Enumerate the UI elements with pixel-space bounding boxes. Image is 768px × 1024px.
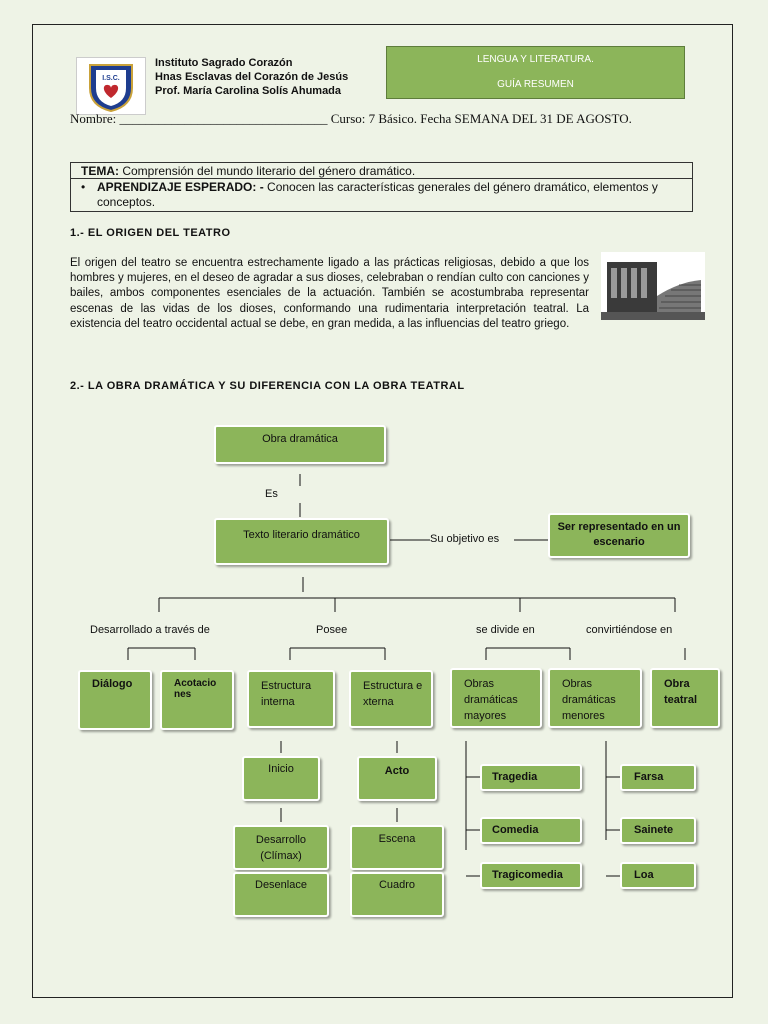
node-acotaciones: Acotaciones xyxy=(160,670,234,730)
node-dialogo: Diálogo xyxy=(78,670,152,730)
node-ser-representado: Ser representado en un escenario xyxy=(548,513,690,558)
node-obra-dramatica: Obra dramática xyxy=(214,425,386,464)
node-inicio: Inicio xyxy=(242,756,320,801)
bullet-icon: • xyxy=(81,180,86,194)
guide-title: GUÍA RESUMEN xyxy=(497,79,574,90)
page-border xyxy=(32,24,733,998)
node-obras-menores: Obras dramáticas menores xyxy=(548,668,642,728)
node-escena: Escena xyxy=(350,825,444,870)
node-desenlace: Desenlace xyxy=(233,872,329,917)
label-se-divide: se divide en xyxy=(476,624,535,636)
tema-box: TEMA: Comprensión del mundo literario de… xyxy=(70,162,693,212)
label-es: Es xyxy=(265,488,278,500)
node-cuadro: Cuadro xyxy=(350,872,444,917)
school-name: Instituto Sagrado Corazón xyxy=(155,57,293,69)
tema-label: TEMA: xyxy=(81,164,119,178)
svg-text:I.S.C.: I.S.C. xyxy=(102,75,120,82)
school-logo: I.S.C. xyxy=(76,57,146,115)
aprendizaje-row: • APRENDIZAJE ESPERADO: - Conocen las ca… xyxy=(71,180,692,210)
teacher-name: Prof. María Carolina Solís Ahumada xyxy=(155,85,342,97)
node-estructura-externa: Estructura externa xyxy=(349,670,433,728)
tema-row: TEMA: Comprensión del mundo literario de… xyxy=(71,163,692,179)
section1-paragraph: El origen del teatro se encuentra estrec… xyxy=(70,257,589,330)
subject-title: LENGUA Y LITERATURA. xyxy=(477,54,594,65)
node-obra-teatral: Obra teatral xyxy=(650,668,720,728)
aprendizaje-label: APRENDIZAJE ESPERADO: - xyxy=(97,180,264,194)
student-info-line: Nombre: ________________________________… xyxy=(70,111,632,126)
node-comedia: Comedia xyxy=(480,817,582,844)
label-su-objetivo: Su objetivo es xyxy=(430,533,500,545)
node-tragicomedia: Tragicomedia xyxy=(480,862,582,889)
node-farsa: Farsa xyxy=(620,764,696,791)
node-tragedia: Tragedia xyxy=(480,764,582,791)
section1-title: 1.- EL ORIGEN DEL TEATRO xyxy=(70,227,231,239)
section2-title: 2.- LA OBRA DRAMÁTICA Y SU DIFERENCIA CO… xyxy=(70,380,465,392)
node-estructura-interna: Estructura interna xyxy=(247,670,335,728)
aprendizaje-text: Conocen las características generales de… xyxy=(97,180,658,209)
theater-photo xyxy=(601,252,705,320)
greek-theater-image xyxy=(601,252,705,320)
tema-text: Comprensión del mundo literario del géne… xyxy=(119,164,416,178)
subject-box: LENGUA Y LITERATURA. GUÍA RESUMEN xyxy=(386,46,685,99)
school-info: Instituto Sagrado Corazón Hnas Esclavas … xyxy=(155,56,348,98)
label-desarrollado: Desarrollado a través de xyxy=(90,624,210,636)
shield-icon: I.S.C. xyxy=(89,64,133,113)
label-posee: Posee xyxy=(316,624,348,636)
node-texto-literario: Texto literario dramático xyxy=(214,518,389,565)
node-acto: Acto xyxy=(357,756,437,801)
label-convirtiendose: convirtiéndose en xyxy=(586,624,673,636)
school-congregation: Hnas Esclavas del Corazón de Jesús xyxy=(155,71,349,83)
node-desarrollo: Desarrollo (Clímax) xyxy=(233,825,329,870)
node-sainete: Sainete xyxy=(620,817,696,844)
node-loa: Loa xyxy=(620,862,696,889)
node-obras-mayores: Obras dramáticas mayores xyxy=(450,668,542,728)
